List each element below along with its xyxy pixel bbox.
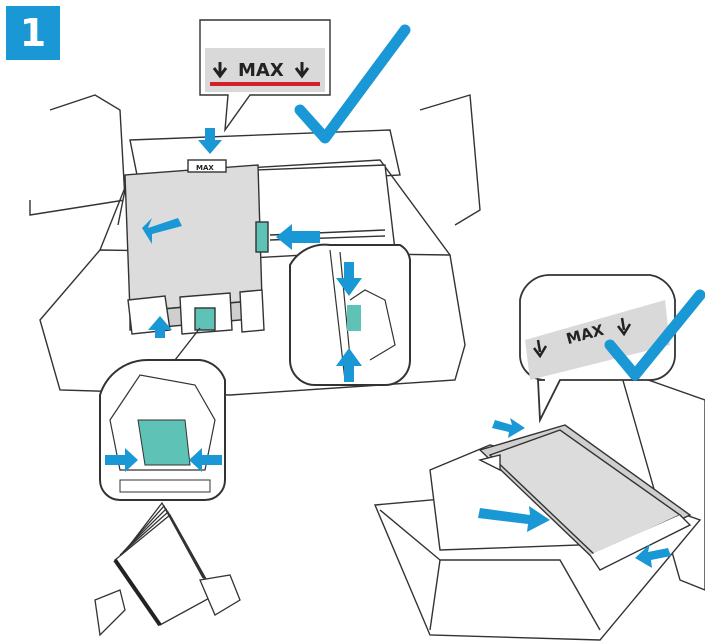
- down-arrow-icon: [336, 262, 362, 296]
- checkmark-icon: [294, 24, 411, 144]
- arrow-icon: [148, 316, 172, 338]
- arrow-icon: [336, 348, 362, 382]
- tray-arrows: [142, 128, 320, 338]
- down-arrow-icon: [294, 62, 310, 79]
- callout-pointer: [174, 327, 201, 361]
- bypass-arrows: [478, 418, 671, 568]
- tray-small-max-label: MAX: [196, 164, 214, 172]
- down-arrow-icon: [533, 339, 548, 359]
- bypass-tray-illustration: [373, 368, 705, 641]
- arrow-icon: [189, 448, 222, 472]
- fan-paper-illustration: [94, 501, 241, 637]
- arrow-icon: [276, 224, 320, 250]
- paper-tray-illustration: [29, 94, 481, 396]
- side-guide-zoom: [289, 243, 411, 386]
- down-arrow-icon: [617, 317, 632, 337]
- front-guide-zoom: [99, 358, 226, 501]
- bypass-max-callout: [519, 274, 676, 424]
- arrow-icon: [142, 218, 182, 244]
- down-arrow-icon: [198, 128, 222, 154]
- arrow-icon: [105, 448, 138, 472]
- step-number-badge: 1: [6, 6, 60, 60]
- down-arrow-icon: [212, 62, 228, 79]
- tray-max-label: MAX: [238, 60, 284, 81]
- checkmark-icon: [604, 289, 705, 381]
